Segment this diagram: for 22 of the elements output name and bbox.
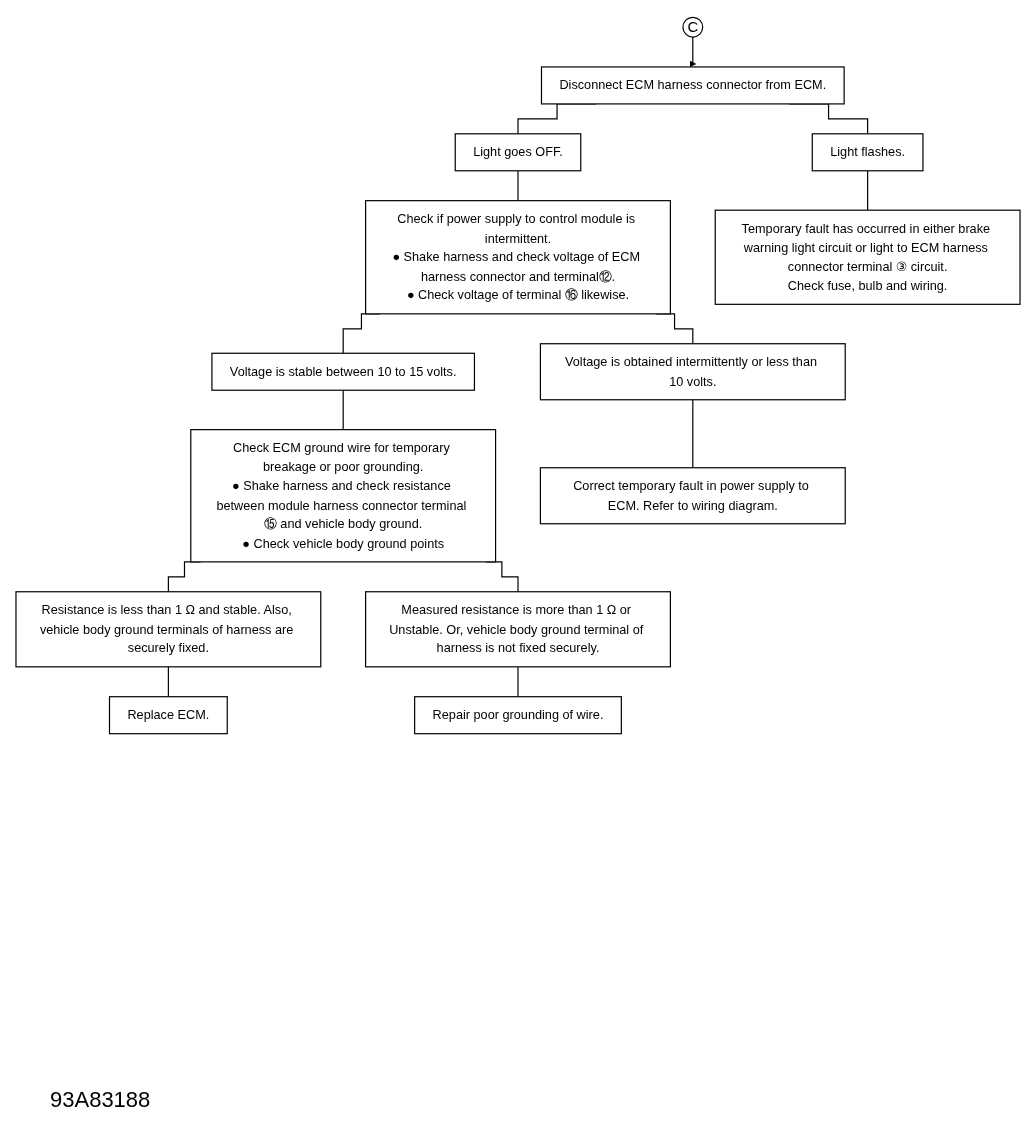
node-box: Check ECM ground wire for temporary breakage or poor grounding. ● Shake harness and check resistance between module harness connector terminal ⑮ and vehicle body ground. ● Check vehicle body ground points	[190, 429, 497, 563]
node-box: Measured resistance is more than 1 Ω or Unstable. Or, vehicle body ground terminal of harness is not fixed securely.	[365, 591, 671, 668]
connector	[167, 666, 169, 698]
node-box: Disconnect ECM harness connector from ECM.	[540, 66, 845, 105]
node-box: Voltage is stable between 10 to 15 volts.	[211, 352, 476, 391]
node-box: Light goes OFF.	[454, 133, 582, 172]
connector	[867, 170, 869, 211]
node-box: Voltage is obtained intermittently or less than 10 volts.	[539, 343, 846, 401]
node-box: Correct temporary fault in power supply to ECM. Refer to wiring diagram.	[539, 467, 846, 525]
node-circle: C	[682, 16, 704, 38]
node-box: Replace ECM.	[108, 696, 228, 735]
connector	[692, 399, 694, 469]
node-box: Light flashes.	[811, 133, 924, 172]
connector	[517, 170, 519, 202]
node-box: Repair poor grounding of wire.	[414, 696, 622, 735]
connector	[517, 666, 519, 698]
arrow	[689, 36, 697, 68]
node-box: Resistance is less than 1 Ω and stable. Also, vehicle body ground terminals of harness are securely fixed.	[15, 591, 322, 668]
connector	[342, 389, 344, 431]
figure-number: 93A83188	[50, 1087, 151, 1113]
node-box: Temporary fault has occurred in either brake warning light circuit or light to ECM harness connector terminal ③ circuit. Check fuse, bulb and wiring.	[714, 209, 1021, 305]
node-box: Check if power supply to control module is intermittent. ● Shake harness and check voltage of ECM harness connector and terminal⑫. ● Check voltage of terminal ⑯ likewise.	[365, 200, 671, 315]
